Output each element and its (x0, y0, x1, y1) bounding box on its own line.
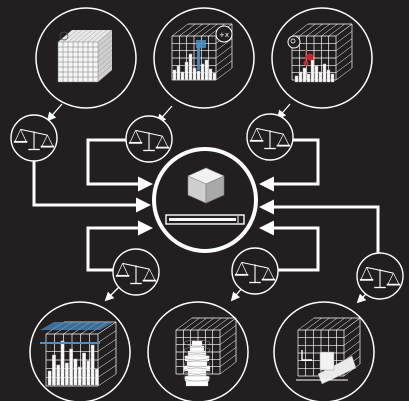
blue-plane (40, 322, 114, 330)
flow-arrow (240, 220, 320, 272)
panel-ring (273, 301, 375, 401)
dense-voxel-cube-icon (35, 7, 137, 109)
flow-arrow (32, 160, 151, 213)
flow-arrow (86, 138, 153, 192)
balance-scale-icon (246, 113, 294, 161)
balance-scale-icon (112, 248, 160, 296)
connector-arrows (32, 138, 380, 272)
voxel-object-icon (273, 301, 375, 401)
balance-scale-icon (356, 252, 404, 300)
voxel-grid-with-cursor-icon: +x (153, 7, 255, 109)
balance-scale-icon (10, 114, 58, 162)
cursor-icon (287, 35, 301, 49)
flow-arrow (259, 199, 380, 258)
cube-icon (187, 167, 225, 204)
hub-node (152, 147, 258, 253)
small-arrow (46, 103, 63, 122)
balance-scale-icon (231, 247, 279, 295)
flow-arrow (86, 220, 153, 272)
voxel-spiral-icon (147, 301, 249, 401)
progress-fill (169, 218, 236, 221)
svg-text:+x: +x (219, 31, 229, 39)
progress-bar (165, 214, 245, 225)
balance-scale-icon (125, 115, 173, 163)
blue-plane (196, 40, 206, 48)
small-arrow (230, 287, 243, 302)
cursor-icon (215, 25, 233, 43)
red-marker (306, 53, 314, 61)
voxel-grid-with-red-marker-icon (271, 7, 373, 109)
flow-arrow (259, 138, 320, 192)
voxel-city-with-blue-plane-icon (29, 301, 131, 401)
small-arrow (104, 285, 121, 302)
